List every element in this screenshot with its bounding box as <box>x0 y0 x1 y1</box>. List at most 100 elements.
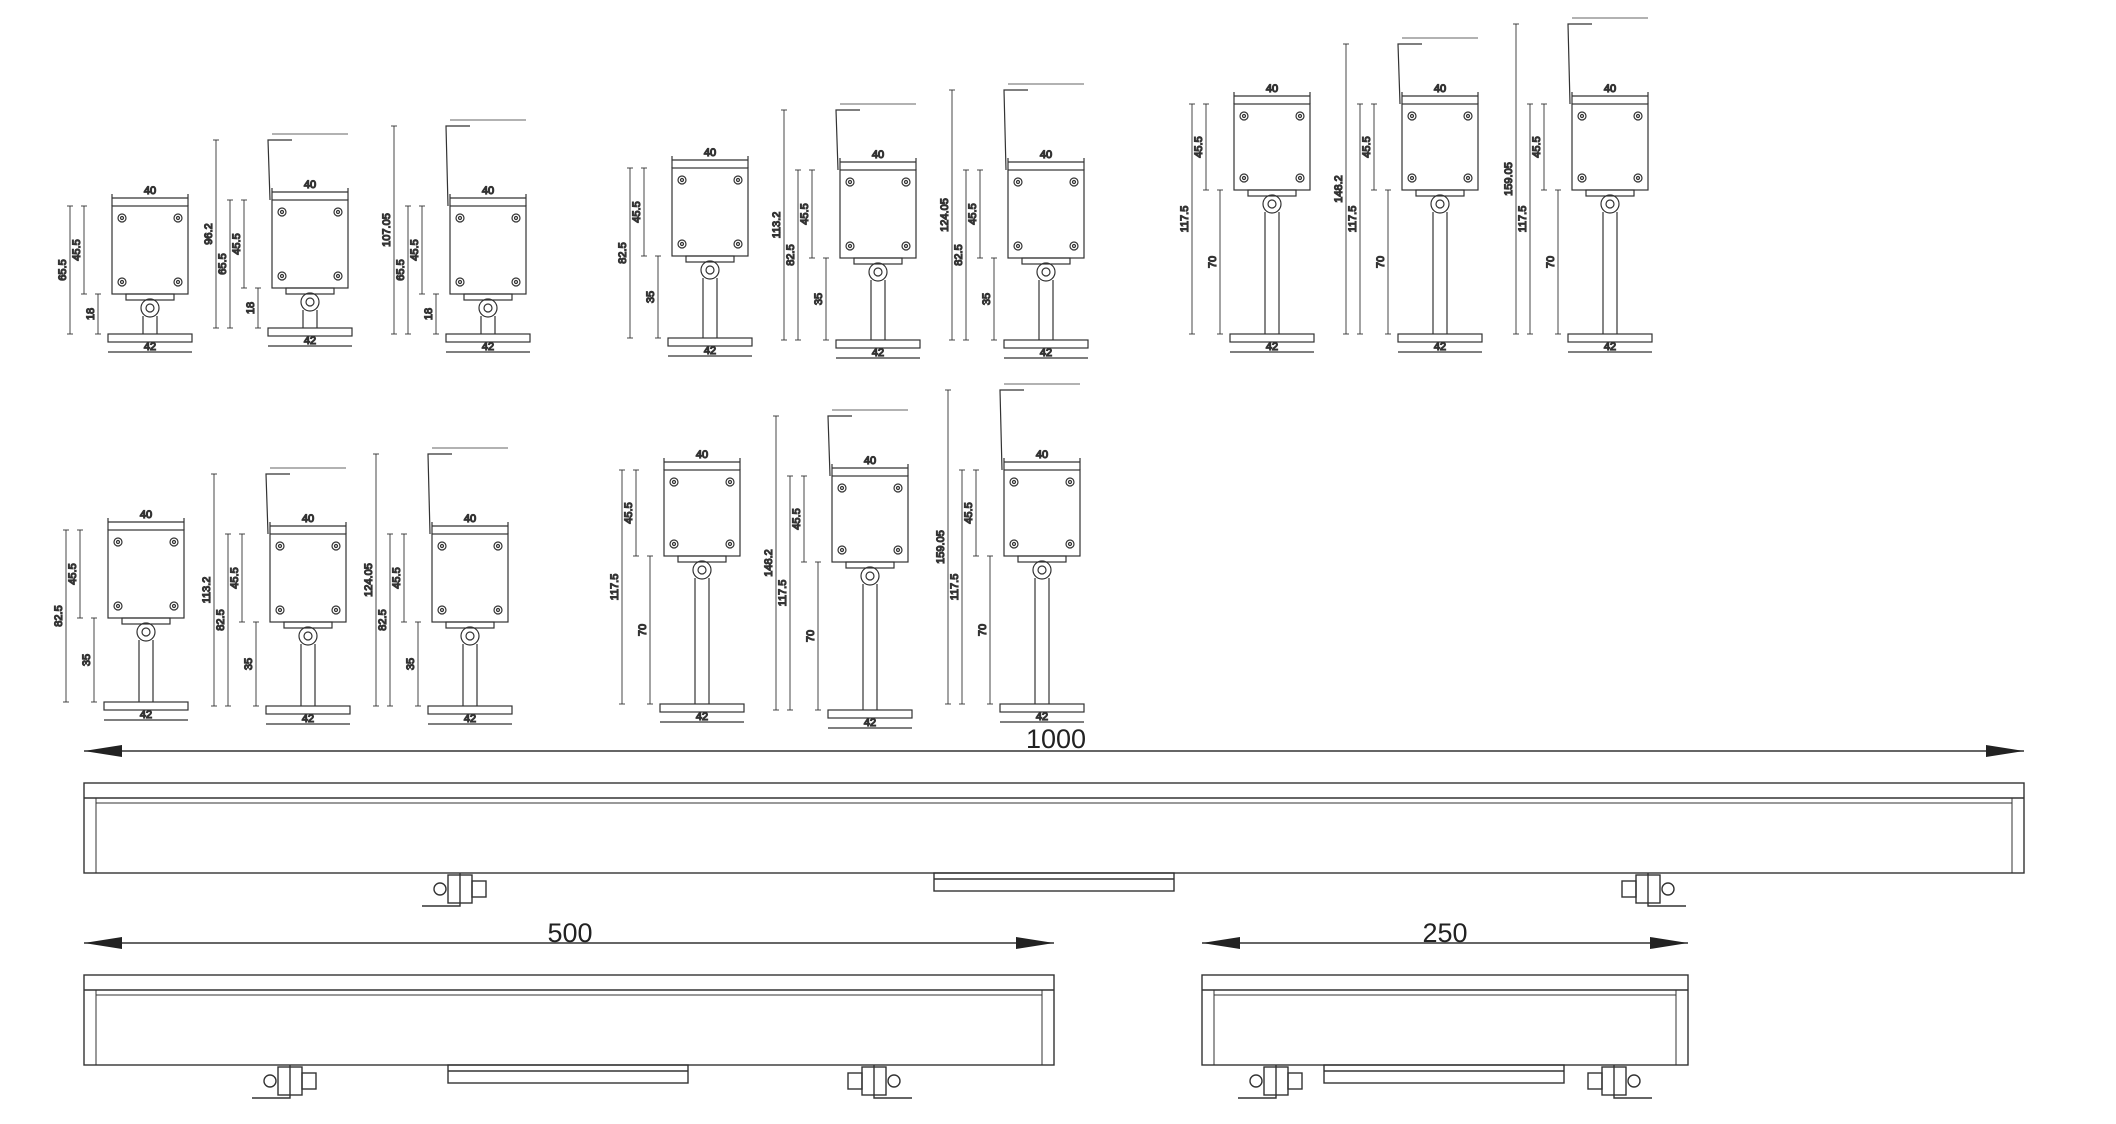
width-dim-label: 40 <box>864 455 876 467</box>
bar-500-clip-right <box>847 1065 912 1099</box>
height-dim-label: 45.5 <box>1361 136 1373 157</box>
height-dim-label: 35 <box>813 293 825 305</box>
height-dim-label: 45.5 <box>71 239 83 260</box>
bar-250-clip-left <box>1238 1065 1303 1099</box>
height-dim-label: 159.05 <box>935 530 947 564</box>
base-dim-label: 42 <box>1040 347 1052 359</box>
height-dim-label: 148.2 <box>763 549 775 577</box>
base-dim-label: 42 <box>1604 341 1616 353</box>
height-dim-label: 159.05 <box>1503 162 1515 196</box>
bar-500: 500 <box>83 918 1055 1099</box>
height-dim-label: 45.5 <box>391 567 403 588</box>
width-dim-label: 40 <box>482 185 494 197</box>
bar-1000-clip-left <box>422 873 487 907</box>
base-dim-label: 42 <box>1434 341 1446 353</box>
base-dim-label: 42 <box>704 345 716 357</box>
width-dim-label: 40 <box>1434 83 1446 95</box>
height-dim-label: 45.5 <box>963 502 975 523</box>
height-dim-label: 65.5 <box>217 253 229 274</box>
height-dim-label: 18 <box>245 302 257 314</box>
height-dim-label: 45.5 <box>231 233 243 254</box>
height-dim-label: 107.05 <box>381 213 393 247</box>
height-dim-label: 124.05 <box>363 563 375 597</box>
bar-250-label: 250 <box>1422 918 1467 948</box>
base-dim-label: 42 <box>1036 711 1048 723</box>
height-dim-label: 45.5 <box>791 508 803 529</box>
height-dim-label: 82.5 <box>785 244 797 265</box>
width-dim-label: 40 <box>696 449 708 461</box>
bracket-views: 404265.545.518404296.265.545.5184042107.… <box>52 17 1653 730</box>
width-dim-label: 40 <box>1604 83 1616 95</box>
width-dim-label: 40 <box>1266 83 1278 95</box>
base-dim-label: 42 <box>872 347 884 359</box>
height-dim-label: 82.5 <box>617 242 629 263</box>
height-dim-label: 82.5 <box>215 609 227 630</box>
bracket-view-10: 40 42 82.5 45.5 35 <box>52 508 189 722</box>
width-dim-label: 40 <box>302 513 314 525</box>
height-dim-label: 45.5 <box>631 201 643 222</box>
width-dim-label: 40 <box>1036 449 1048 461</box>
height-dim-label: 35 <box>81 654 93 666</box>
bar-500-label: 500 <box>547 918 592 948</box>
base-dim-label: 42 <box>144 341 156 353</box>
base-dim-label: 42 <box>1266 341 1278 353</box>
height-dim-label: 70 <box>1207 256 1219 268</box>
width-dim-label: 40 <box>1040 149 1052 161</box>
height-dim-label: 117.5 <box>949 574 961 601</box>
height-dim-label: 117.5 <box>1517 206 1529 233</box>
width-dim-label: 40 <box>140 509 152 521</box>
height-dim-label: 45.5 <box>967 203 979 224</box>
height-dim-label: 45.5 <box>1193 136 1205 157</box>
height-dim-label: 45.5 <box>799 203 811 224</box>
base-dim-label: 42 <box>464 713 476 725</box>
bar-1000-clip-right <box>1621 873 1686 907</box>
height-dim-label: 45.5 <box>1531 136 1543 157</box>
width-dim-label: 40 <box>304 179 316 191</box>
bar-1000-label: 1000 <box>1026 724 1086 754</box>
base-dim-label: 42 <box>696 711 708 723</box>
height-dim-label: 70 <box>805 630 817 642</box>
base-dim-label: 42 <box>302 713 314 725</box>
height-dim-label: 35 <box>243 658 255 670</box>
bar-views: 1000 500 <box>83 724 2025 1099</box>
bracket-view-4: 40 42 82.5 45.5 35 <box>616 146 753 358</box>
height-dim-label: 45.5 <box>229 567 241 588</box>
height-dim-label: 70 <box>1545 256 1557 268</box>
height-dim-label: 82.5 <box>53 605 65 626</box>
height-dim-label: 35 <box>645 291 657 303</box>
height-dim-label: 35 <box>405 658 417 670</box>
height-dim-label: 65.5 <box>395 259 407 280</box>
height-dim-label: 117.5 <box>609 574 621 601</box>
base-dim-label: 42 <box>304 335 316 347</box>
height-dim-label: 65.5 <box>57 259 69 280</box>
height-dim-label: 70 <box>637 624 649 636</box>
bar-500-clip-left <box>252 1065 317 1099</box>
height-dim-label: 70 <box>977 624 989 636</box>
height-dim-label: 117.5 <box>1347 206 1359 233</box>
base-dim-label: 42 <box>482 341 494 353</box>
base-dim-label: 42 <box>140 709 152 721</box>
height-dim-label: 117.5 <box>777 580 789 607</box>
height-dim-label: 148.2 <box>1333 175 1345 203</box>
bracket-view-7: 40 42 117.5 45.5 70 <box>1178 82 1315 354</box>
height-dim-label: 45.5 <box>67 563 79 584</box>
height-dim-label: 113.2 <box>771 212 783 239</box>
height-dim-label: 117.5 <box>1179 206 1191 233</box>
height-dim-label: 70 <box>1375 256 1387 268</box>
width-dim-label: 40 <box>704 147 716 159</box>
height-dim-label: 113.2 <box>201 577 213 604</box>
bracket-view-11: 40 42 113.282.5 45.5 35 <box>200 467 351 726</box>
